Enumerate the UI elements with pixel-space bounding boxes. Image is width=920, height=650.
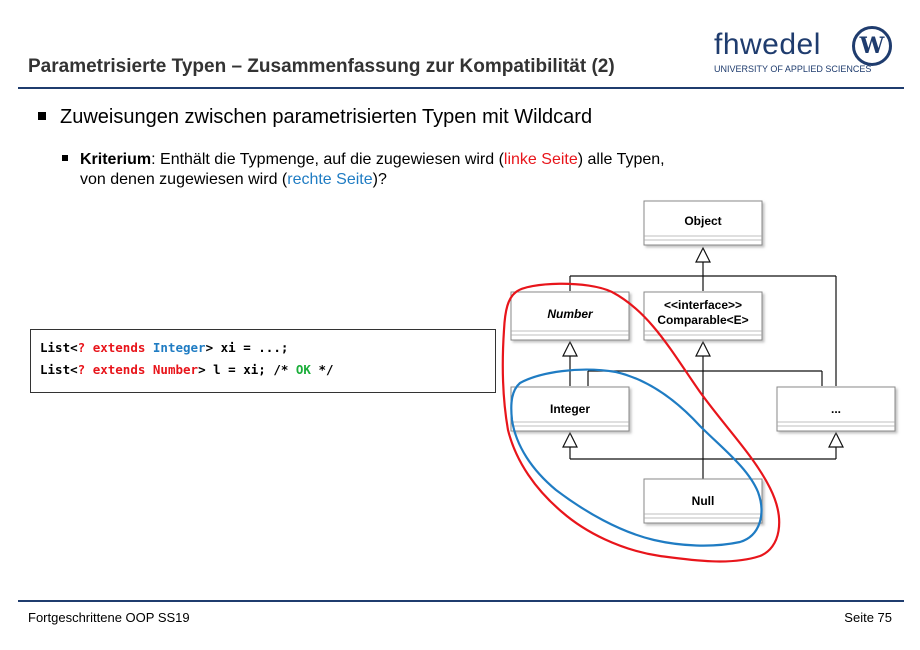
fhwedel-logo: fhwedel W UNIVERSITY OF APPLIED SCIENCES — [712, 18, 912, 82]
code-token: > l = xi; /* — [198, 362, 296, 377]
null-label: Null — [692, 494, 715, 508]
integer-label: Integer — [550, 402, 590, 416]
bullet2-text-part: : Enthält die Typmenge, auf die zugewies… — [151, 151, 504, 168]
code-ok-comment: OK — [295, 362, 311, 377]
right-side-text: rechte Seite — [287, 171, 373, 188]
left-side-text: linke Seite — [503, 151, 578, 168]
code-keyword: ? extends — [77, 340, 146, 355]
slide-title: Parametrisierte Typen – Zusammenfassung … — [28, 56, 615, 77]
bullet-square-icon — [38, 111, 46, 120]
red-set-outline — [501, 282, 781, 563]
code-token: List< — [40, 362, 78, 377]
bullet-level2: Kriterium: Enthält die Typmenge, auf die… — [62, 150, 892, 190]
bullet-square-icon — [62, 154, 68, 161]
logo-text: fhwedel — [714, 28, 821, 61]
arrowhead-icon — [562, 340, 578, 357]
bullet2-text-part: von denen zugewiesen wird ( — [80, 171, 288, 188]
arrowhead-icon — [562, 431, 578, 448]
code-type: Integer — [152, 340, 206, 355]
arrowhead-icon — [695, 246, 711, 263]
object-label: Object — [684, 214, 721, 228]
code-line-2: List<? extends Number> l = xi; /* OK */ — [40, 359, 495, 381]
footer-divider — [18, 600, 904, 602]
code-box: List<? extends Integer> xi = ...; List<?… — [30, 329, 496, 393]
class-box-comparable: <<interface>> Comparable<E> — [643, 291, 763, 341]
class-box-null: Null — [643, 478, 763, 524]
footer-course: Fortgeschrittene OOP SS19 — [28, 610, 190, 625]
interface-stereotype: <<interface>> — [664, 298, 742, 312]
bullet-level1: Zuweisungen zwischen parametrisierten Ty… — [38, 106, 592, 129]
code-line-1: List<? extends Integer> xi = ...; — [40, 337, 495, 359]
number-label: Number — [547, 307, 594, 321]
class-box-ellipsis: ... — [776, 386, 896, 432]
code-keyword: ? extends Number — [77, 362, 199, 377]
bullet1-text: Zuweisungen zwischen parametrisierten Ty… — [60, 106, 593, 128]
blue-set-outline — [510, 368, 763, 547]
footer-page-number: Seite 75 — [844, 610, 892, 625]
code-token: List< — [40, 340, 78, 355]
generalization-arrowheads — [562, 246, 844, 448]
arrowhead-icon — [828, 431, 844, 448]
arrowhead-icon — [695, 340, 711, 357]
logo-badge-icon: W — [852, 26, 892, 66]
bullet2-text-part: )? — [372, 171, 387, 188]
criterion-term: Kriterium — [80, 151, 152, 168]
bullet2-text-part: ) alle Typen, — [577, 151, 665, 168]
class-box-object: Object — [643, 200, 763, 246]
logo-subtitle: UNIVERSITY OF APPLIED SCIENCES — [714, 64, 872, 74]
inheritance-lines — [569, 262, 837, 479]
comparable-label: Comparable<E> — [657, 313, 748, 327]
code-token: > xi = ...; — [205, 340, 289, 355]
class-box-integer: Integer — [510, 386, 630, 432]
ellipsis-label: ... — [831, 402, 841, 416]
code-token: */ — [310, 362, 334, 377]
header-divider — [18, 87, 904, 89]
class-box-number: Number — [510, 291, 630, 341]
